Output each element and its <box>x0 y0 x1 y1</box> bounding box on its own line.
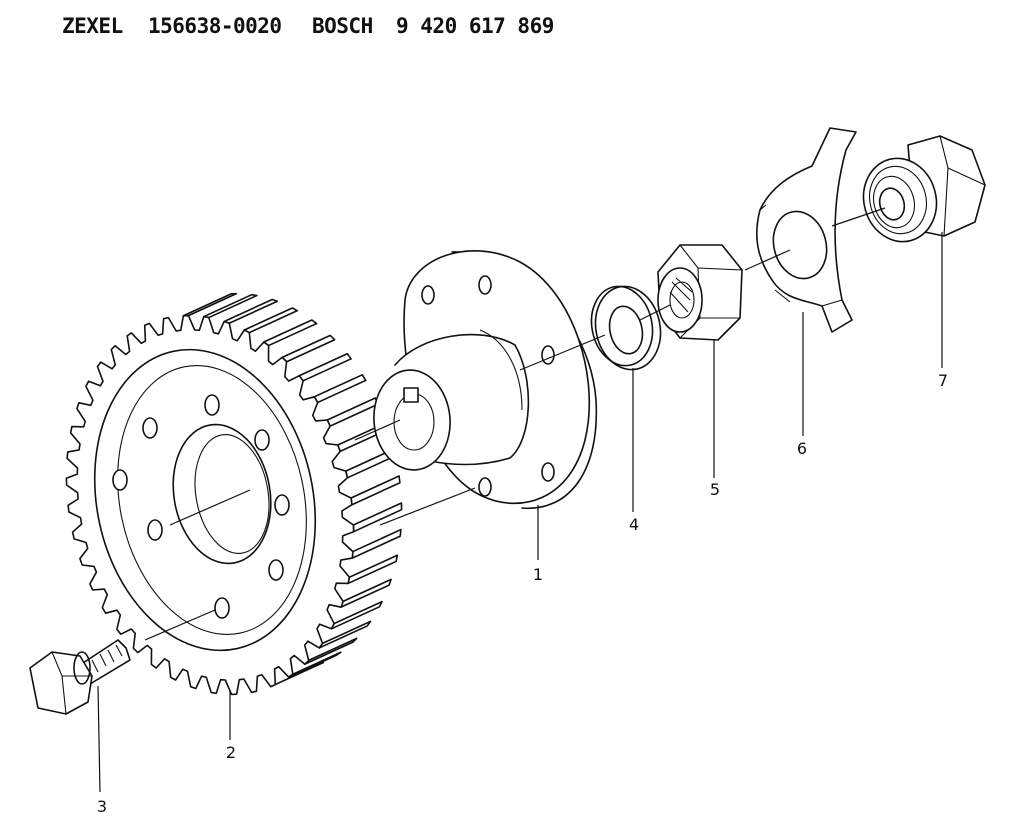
header-part-number-bosch: 9 420 617 869 <box>396 14 554 38</box>
callout-leader-lines <box>97 232 943 793</box>
header-brand-zexel: ZEXEL <box>62 14 123 38</box>
bolt-part-3 <box>29 639 131 715</box>
callout-4: 4 <box>629 515 639 534</box>
callout-2: 2 <box>226 743 236 762</box>
gear-part-2 <box>65 292 403 696</box>
header-part-number-zexel: 156638-0020 <box>148 14 282 38</box>
callout-numbers: 1 2 3 4 5 6 7 <box>97 371 948 816</box>
callout-7: 7 <box>938 371 948 390</box>
callout-6: 6 <box>797 439 807 458</box>
lock-plate-part-6 <box>756 127 857 333</box>
hub-flange-part-1 <box>373 250 598 509</box>
washer-part-4 <box>590 285 662 371</box>
callout-5: 5 <box>710 480 720 499</box>
assembly-center-lines <box>144 207 886 641</box>
nut-part-5 <box>657 244 743 341</box>
callout-1: 1 <box>533 565 543 584</box>
plug-part-7 <box>862 135 986 243</box>
header-brand-bosch: BOSCH <box>312 14 373 38</box>
callout-3: 3 <box>97 797 107 816</box>
